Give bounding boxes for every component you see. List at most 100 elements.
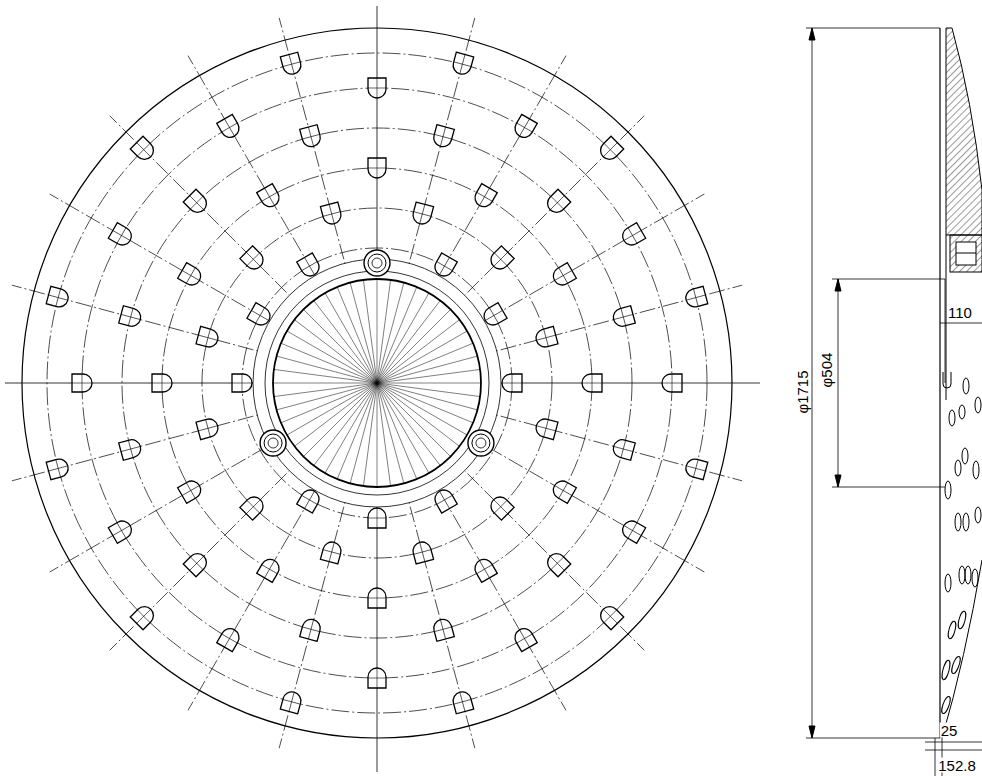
- cutter-slot: [297, 487, 323, 513]
- cutter-slot: [544, 189, 571, 216]
- slot-outline: [611, 306, 635, 329]
- slot-outline: [534, 326, 558, 349]
- slot-outline: [297, 253, 323, 279]
- slot-axis: [621, 440, 626, 457]
- spoke-line: [188, 473, 325, 710]
- center-ray: [277, 383, 377, 410]
- center-ray: [337, 383, 377, 479]
- cutter-slot: [411, 540, 434, 564]
- slot-outline: [432, 617, 455, 641]
- track-ring: [242, 248, 512, 518]
- slot-axis: [454, 699, 471, 704]
- cutter-slot: [196, 326, 220, 349]
- slot-outline: [544, 189, 571, 216]
- center-ray: [377, 383, 440, 466]
- bolt-hole: [372, 258, 382, 268]
- cutter-slot: [240, 246, 267, 273]
- center-ray: [350, 383, 377, 483]
- center-ray: [277, 356, 377, 383]
- slot-outline: [619, 518, 645, 544]
- cutter-slot: [320, 540, 343, 564]
- slot-outline: [611, 438, 635, 461]
- bolt-hole: [476, 438, 486, 448]
- cutter-slot: [451, 690, 474, 714]
- slot-axis: [494, 500, 507, 513]
- slot-axis: [489, 308, 498, 324]
- slot-outline: [240, 246, 267, 273]
- slot-axis: [128, 440, 133, 457]
- slot-axis: [517, 634, 533, 643]
- slot-axis: [368, 678, 386, 679]
- cutter-slot: [502, 374, 522, 392]
- cutter-slot: [451, 52, 474, 76]
- center-ray: [363, 280, 377, 383]
- slot-outline: [300, 125, 323, 149]
- center-ray: [377, 293, 429, 383]
- cutter-slot: [183, 550, 210, 577]
- slot-outline: [183, 189, 210, 216]
- cutter-slot: [108, 223, 134, 249]
- cutter-slot: [432, 253, 458, 279]
- cutter-slot: [119, 438, 143, 461]
- slot-outline: [178, 478, 204, 504]
- slot-outline: [130, 136, 157, 163]
- spoke-line: [429, 473, 566, 710]
- slot-axis: [247, 253, 260, 266]
- slot-axis: [262, 565, 278, 574]
- slot-axis: [302, 262, 318, 271]
- center-ray: [363, 383, 377, 486]
- slot-axis: [551, 196, 564, 209]
- slot-outline: [472, 184, 498, 210]
- slot-axis: [190, 556, 204, 570]
- slot-axis: [323, 550, 340, 555]
- slot-axis: [242, 374, 243, 392]
- cutter-slot: [300, 617, 323, 641]
- slot-outline: [487, 246, 514, 273]
- slot-axis: [454, 62, 471, 67]
- slot-axis: [246, 252, 260, 266]
- spoke-line: [12, 285, 277, 356]
- spoke-line: [188, 56, 325, 293]
- center-ray: [325, 383, 377, 473]
- slot-axis: [302, 627, 319, 632]
- slot-outline: [512, 114, 538, 140]
- slot-axis: [190, 557, 203, 570]
- slot-axis: [56, 460, 61, 477]
- slot-outline: [320, 202, 343, 226]
- spoke-line: [451, 116, 645, 310]
- cutter-slot: [217, 625, 243, 651]
- track-ring: [47, 53, 707, 713]
- slot-outline: [411, 540, 434, 564]
- cutter-slot: [320, 202, 343, 226]
- cutter-slot: [300, 125, 323, 149]
- slot-outline: [320, 540, 343, 564]
- slot-axis: [162, 374, 163, 392]
- spoke-line: [451, 457, 645, 651]
- slot-outline: [512, 625, 538, 651]
- slot-axis: [628, 228, 637, 244]
- slot-axis: [137, 609, 151, 623]
- cutter-slot: [432, 487, 458, 513]
- slot-outline: [178, 263, 204, 289]
- slot-axis: [368, 518, 386, 519]
- slot-outline: [108, 223, 134, 249]
- slot-axis: [414, 212, 431, 217]
- center-ray: [377, 383, 417, 479]
- slot-axis: [621, 308, 626, 325]
- cutter-slot: [597, 136, 624, 163]
- cutter-slot: [368, 668, 386, 688]
- center-ray: [273, 383, 377, 384]
- cutter-slot: [232, 374, 252, 392]
- slot-outline: [684, 286, 708, 309]
- slot-outline: [502, 374, 522, 392]
- slot-outline: [662, 374, 682, 392]
- center-ray: [377, 383, 480, 397]
- cutter-slot: [217, 114, 243, 140]
- cutter-slot: [257, 184, 283, 210]
- slot-axis: [137, 610, 150, 623]
- slot-outline: [247, 303, 273, 329]
- slot-axis: [434, 627, 451, 632]
- cutter-slot: [178, 263, 204, 289]
- center-ray: [377, 280, 391, 383]
